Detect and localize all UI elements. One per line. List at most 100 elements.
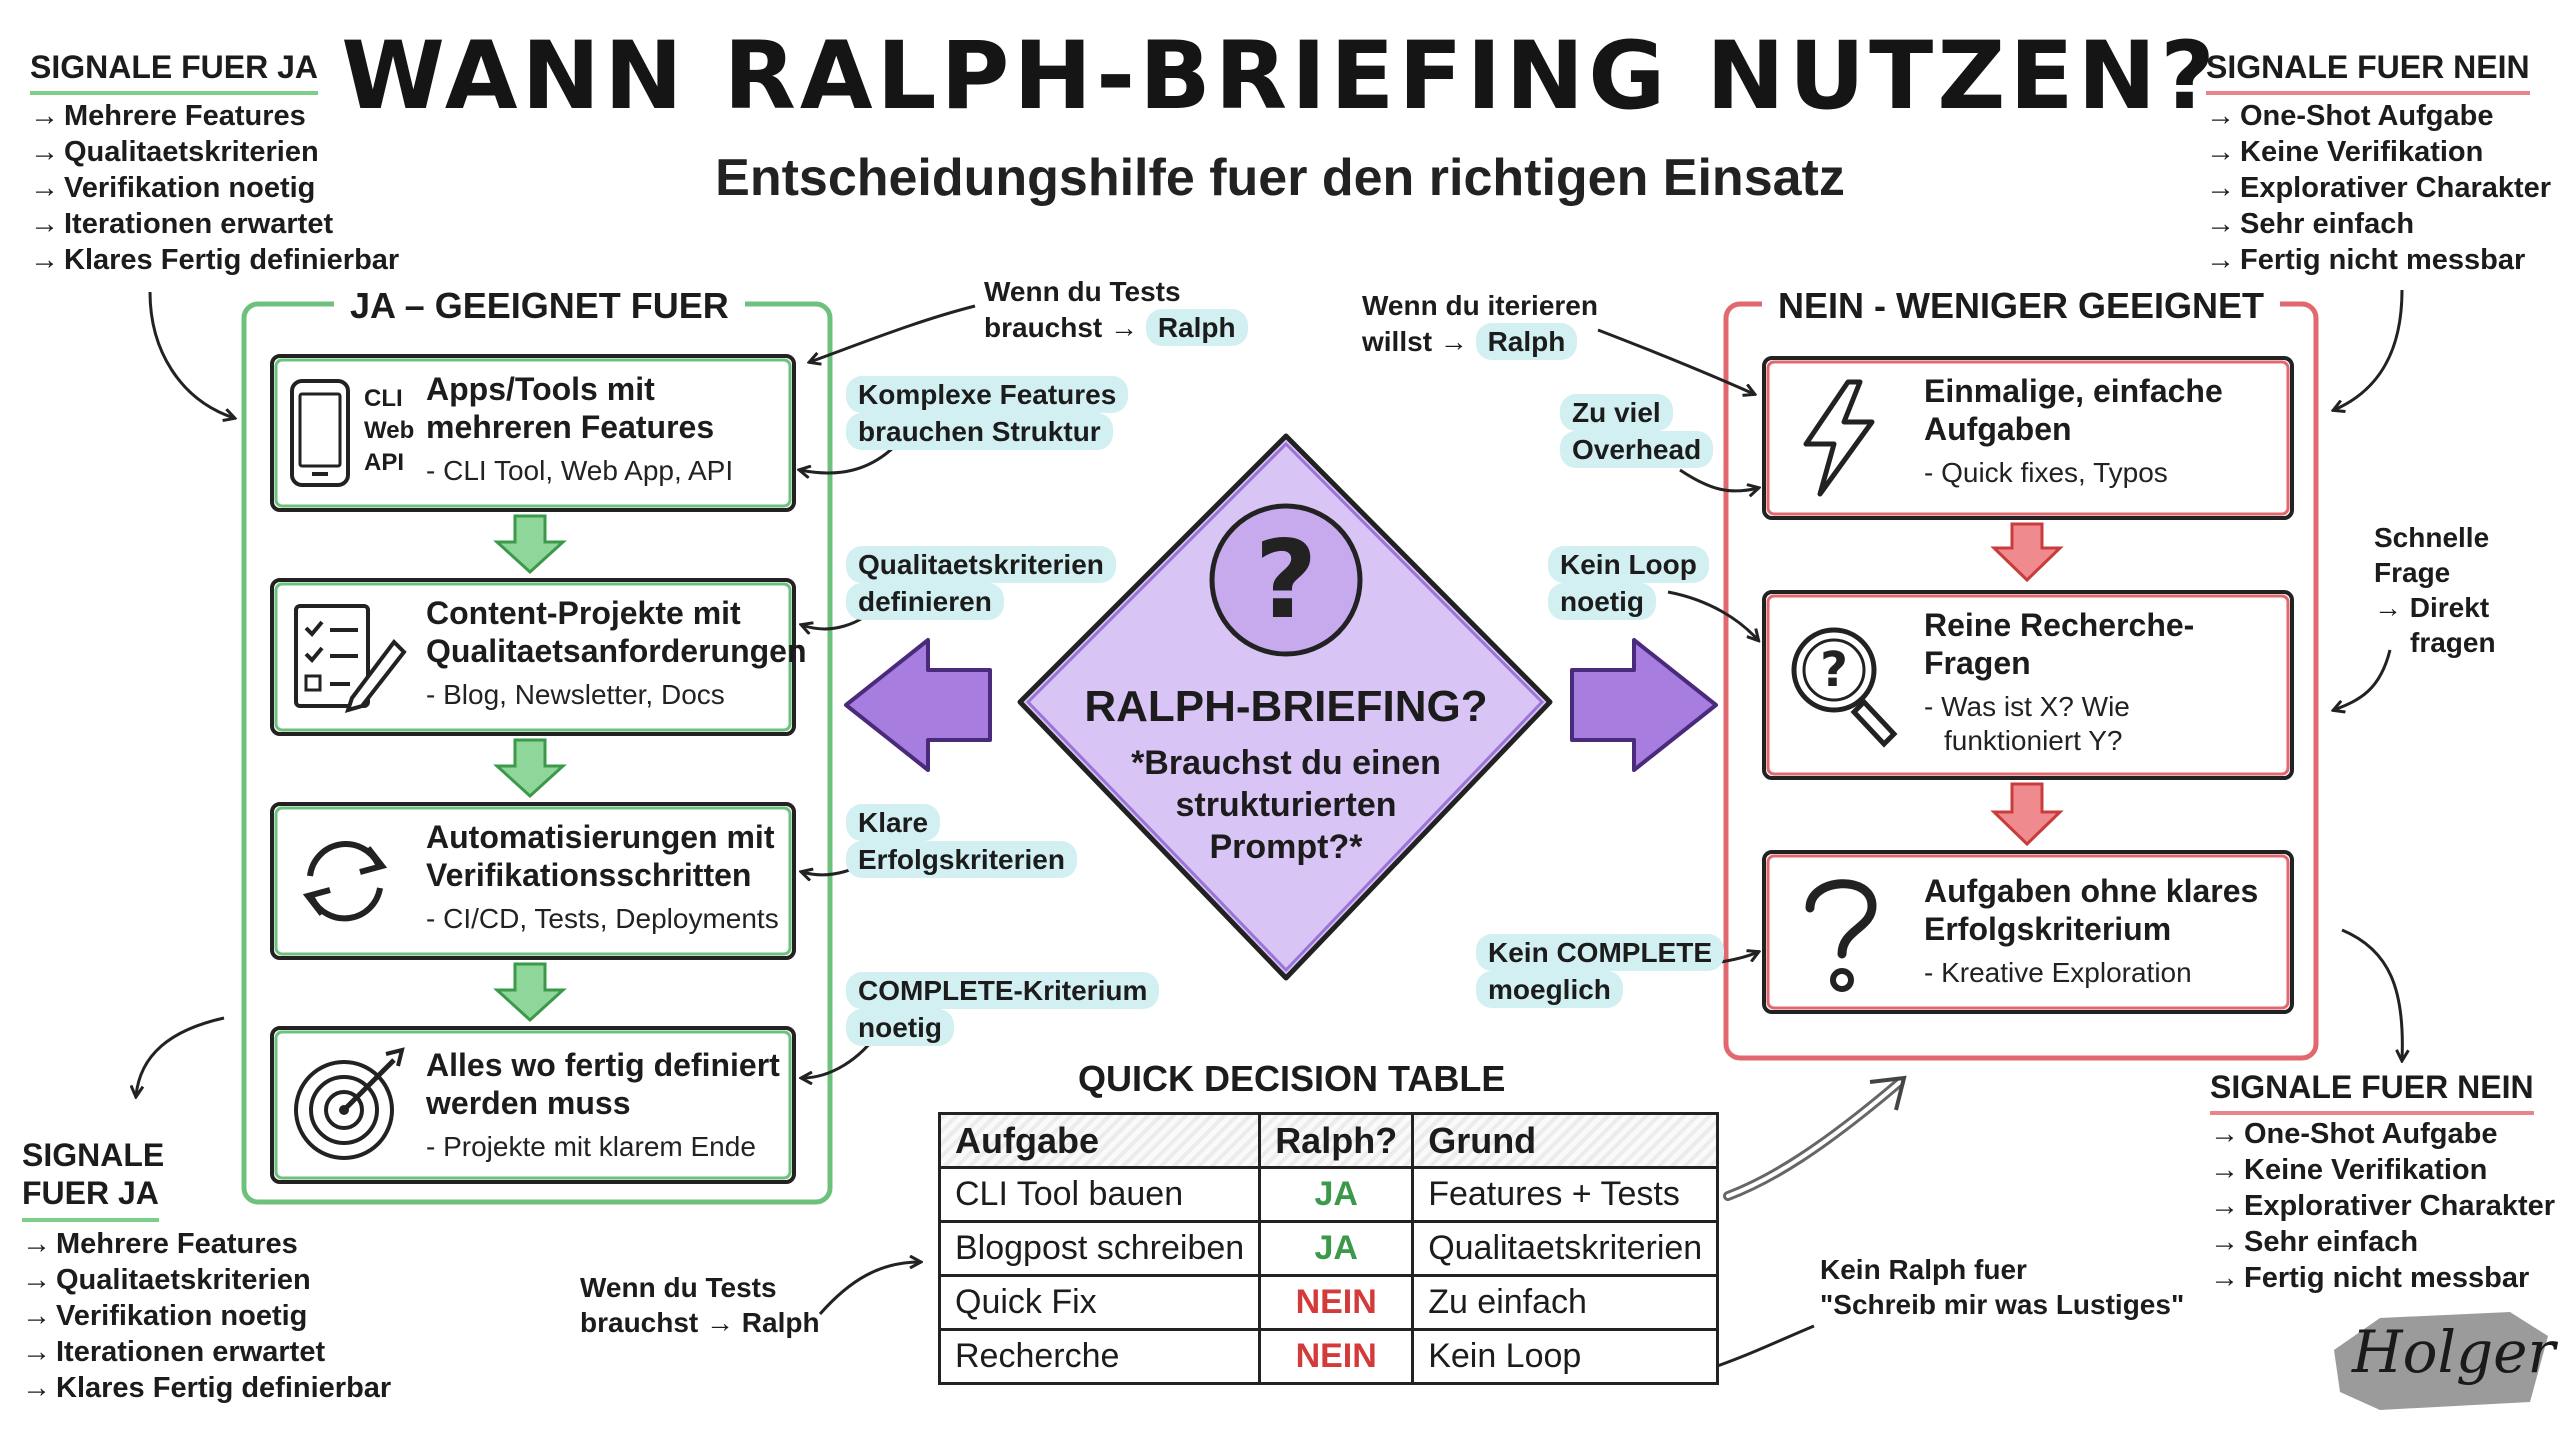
table-cell-reason: Kein Loop	[1411, 1328, 1720, 1385]
note-iterate: Wenn du iterieren willst → Ralph	[1362, 288, 1598, 360]
red-down-arrows	[1990, 522, 2064, 847]
table-header-cell: Aufgabe	[937, 1112, 1262, 1169]
nein-panel-label: NEIN - WENIGER GEEIGNET	[1762, 284, 2281, 328]
table-cell-ralph: NEIN	[1258, 1274, 1415, 1331]
green-down-arrows	[493, 514, 567, 1023]
pill-komplexe-features: Komplexe Features brauchen Struktur	[846, 376, 1129, 450]
signals-nein-bottom: SIGNALE FUER NEIN →One-Shot Aufgabe →Kei…	[2210, 1068, 2555, 1296]
nein-card-title: Erfolgskriterium	[1924, 911, 2172, 947]
table-cell-ralph: JA	[1258, 1166, 1415, 1223]
table-row: Blogpost schreiben JA Qualitaetskriterie…	[937, 1220, 1720, 1277]
ja-card-title: Qualitaetsanforderungen	[426, 633, 807, 669]
table-cell-ralph: NEIN	[1258, 1328, 1415, 1385]
center-question: *Brauchst du einen strukturierten Prompt…	[1131, 744, 1441, 866]
lightning-icon	[1794, 378, 1884, 498]
purple-arrow-left	[844, 638, 992, 772]
ja-card-subtitle: - CI/CD, Tests, Deployments	[426, 903, 779, 934]
ja-panel-label: JA – GEEIGNET FUER	[334, 284, 745, 328]
signal-item: →One-Shot Aufgabe	[2206, 100, 2494, 132]
ja-card-4: Alles wo fertig definiert werden muss - …	[426, 1046, 780, 1164]
nein-card-2-box	[1762, 590, 2294, 780]
decision-table: Aufgabe Ralph? Grund CLI Tool bauen JA F…	[937, 1112, 1720, 1385]
nein-card-title: Fragen	[1924, 645, 2031, 681]
nein-card-1: Einmalige, einfache Aufgaben - Quick fix…	[1924, 372, 2223, 490]
signal-item: →Mehrere Features	[30, 100, 306, 132]
table-cell-task: Recherche	[937, 1328, 1262, 1385]
checklist-pen-icon	[290, 598, 408, 716]
signal-item: →One-Shot Aufgabe	[2210, 1118, 2498, 1150]
ja-card-2-box	[270, 578, 796, 736]
ja-card-4-box	[270, 1026, 796, 1184]
table-cell-reason: Zu einfach	[1411, 1274, 1720, 1331]
ja-card-title: Automatisierungen mit	[426, 819, 775, 855]
signal-item: →Sehr einfach	[2206, 208, 2415, 240]
nein-card-title: Reine Recherche-	[1924, 607, 2195, 643]
signal-item: →Qualitaetskriterien	[30, 136, 319, 168]
table-header-cell: Ralph?	[1258, 1112, 1415, 1169]
pill-kein-complete: Kein COMPLETE moeglich	[1476, 934, 1725, 1008]
signal-item: →Iterationen erwartet	[22, 1336, 326, 1368]
table-cell-task: Blogpost schreiben	[937, 1220, 1262, 1277]
table-row: Quick Fix NEIN Zu einfach	[937, 1274, 1720, 1331]
nein-card-3: Aufgaben ohne klares Erfolgskriterium - …	[1924, 872, 2258, 990]
ja-card-1: Apps/Tools mit mehreren Features - CLI T…	[426, 370, 733, 488]
table-cell-ralph: JA	[1258, 1220, 1415, 1277]
nein-card-2: Reine Recherche- Fragen - Was ist X? Wie…	[1924, 606, 2194, 758]
svg-text:?: ?	[1820, 642, 1848, 698]
ja-card-title: mehreren Features	[426, 409, 715, 445]
signal-item: →Verifikation noetig	[30, 172, 316, 204]
signal-item: →Explorativer Charakter	[2206, 172, 2552, 204]
cycle-arrows-icon	[290, 826, 400, 936]
signals-nein-top-title: SIGNALE FUER NEIN	[2206, 49, 2530, 95]
nein-card-subtitle: - Kreative Exploration	[1924, 957, 2192, 988]
svg-text:?: ?	[1255, 518, 1318, 643]
pill-zu-viel-overhead: Zu viel Overhead	[1560, 394, 1714, 468]
nein-card-title: Aufgaben ohne klares	[1924, 873, 2259, 909]
icon-label-api: API	[364, 449, 405, 476]
table-row: CLI Tool bauen JA Features + Tests	[937, 1166, 1720, 1223]
signal-item: →Fertig nicht messbar	[2206, 244, 2526, 276]
signals-nein-bottom-title: SIGNALE FUER NEIN	[2210, 1069, 2534, 1115]
signal-item: →Verifikation noetig	[22, 1300, 308, 1332]
ja-card-subtitle: - Blog, Newsletter, Docs	[426, 679, 725, 710]
ja-card-subtitle: - CLI Tool, Web App, API	[426, 455, 734, 486]
table-row: Recherche NEIN Kein Loop	[937, 1328, 1720, 1385]
nein-card-title: Einmalige, einfache	[1924, 373, 2223, 409]
ja-card-2: Content-Projekte mit Qualitaetsanforderu…	[426, 594, 807, 712]
signal-item: →Mehrere Features	[22, 1228, 298, 1260]
signal-item: →Keine Verifikation	[2210, 1154, 2488, 1186]
nein-card-title: Aufgaben	[1924, 411, 2072, 447]
table-cell-task: CLI Tool bauen	[937, 1166, 1262, 1223]
ja-card-title: Verifikationsschritten	[426, 857, 752, 893]
table-cell-task: Quick Fix	[937, 1274, 1262, 1331]
note-tests-top: Wenn du Tests brauchst → Ralph	[984, 274, 1248, 346]
target-icon	[290, 1046, 408, 1164]
page-title: WANN RALPH-BRIEFING NUTZEN?	[341, 22, 2219, 131]
icon-label-web: Web	[364, 417, 415, 444]
signal-item: →Klares Fertig definierbar	[30, 244, 400, 276]
ja-card-3: Automatisierungen mit Verifikationsschri…	[426, 818, 779, 936]
icon-label-cli: CLI	[364, 385, 403, 412]
signal-item: →Qualitaetskriterien	[22, 1264, 311, 1296]
annotation-arrows	[136, 289, 2402, 1370]
note-tests-bottom: Wenn du Tests brauchst → Ralph	[580, 1272, 820, 1338]
signal-item: →Fertig nicht messbar	[2210, 1262, 2530, 1294]
ja-card-title: Apps/Tools mit	[426, 371, 655, 407]
magnifier-question-icon: ?	[1784, 620, 1904, 750]
table-cell-reason: Features + Tests	[1411, 1166, 1720, 1223]
signals-ja-top: SIGNALE FUER JA →Mehrere Features →Quali…	[30, 48, 399, 278]
nein-card-3-box	[1762, 850, 2294, 1014]
question-mark-icon	[1796, 868, 1886, 998]
signal-item: →Sehr einfach	[2210, 1226, 2419, 1258]
note-schnelle-frage: Schnelle Frage → Direkt fragen	[2374, 522, 2496, 658]
table-header-row: Aufgabe Ralph? Grund	[937, 1112, 1720, 1169]
pill-kein-loop: Kein Loop noetig	[1548, 546, 1709, 620]
ja-card-1-box	[270, 354, 796, 512]
page-subtitle: Entscheidungshilfe fuer den richtigen Ei…	[715, 149, 1845, 207]
table-cell-reason: Qualitaetskriterien	[1411, 1220, 1720, 1277]
purple-arrow-right	[1570, 638, 1718, 772]
signals-ja-top-title: SIGNALE FUER JA	[30, 49, 319, 95]
signal-item: →Iterationen erwartet	[30, 208, 334, 240]
signature-stamp	[2334, 1312, 2548, 1410]
